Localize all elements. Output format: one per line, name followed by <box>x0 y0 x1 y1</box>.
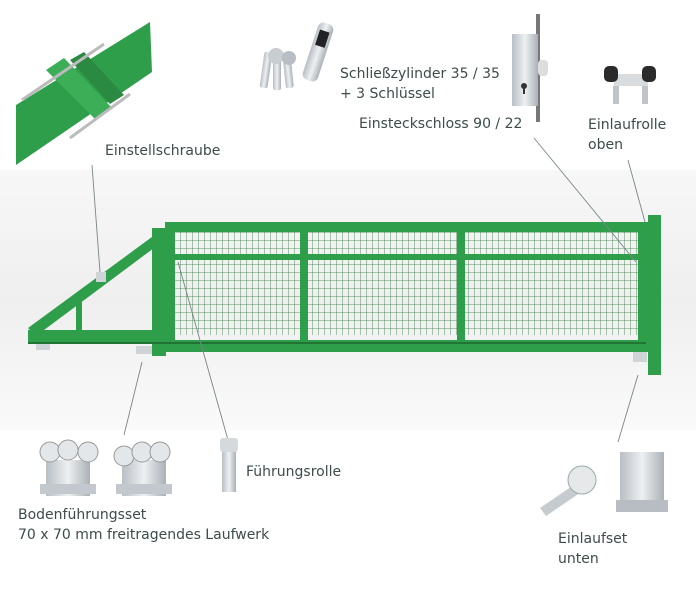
label-mortise-lock: Einsteckschloss 90 / 22 <box>359 116 523 132</box>
gate-hardware <box>36 272 647 362</box>
adjust-screw-image <box>16 22 152 165</box>
label-bottom-set-line2: unten <box>558 551 599 567</box>
label-cylinder-line1: Schließzylinder 35 / 35 <box>340 66 500 82</box>
top-roller-image <box>604 66 656 104</box>
sliding-gate <box>28 215 661 375</box>
label-adjust-screw: Einstellschraube <box>105 143 221 159</box>
guide-roller-image <box>220 438 238 492</box>
label-cylinder-line2: + 3 Schlüssel <box>340 86 435 102</box>
label-top-roller-line1: Einlaufrolle <box>588 117 667 133</box>
lock-cylinder-image <box>259 22 334 90</box>
leader-lines <box>91 137 646 443</box>
label-ground-set-line1: Bodenführungsset <box>18 507 147 523</box>
ground-guide-set-image <box>39 439 172 496</box>
mortise-lock-image <box>512 14 548 122</box>
label-ground-set-line2: 70 x 70 mm freitragendes Laufwerk <box>18 527 270 543</box>
label-guide-roller: Führungsrolle <box>246 464 342 480</box>
label-top-roller-line2: oben <box>588 137 623 153</box>
label-bottom-set-line1: Einlaufset <box>558 531 628 547</box>
bottom-entry-set-image <box>540 452 668 516</box>
